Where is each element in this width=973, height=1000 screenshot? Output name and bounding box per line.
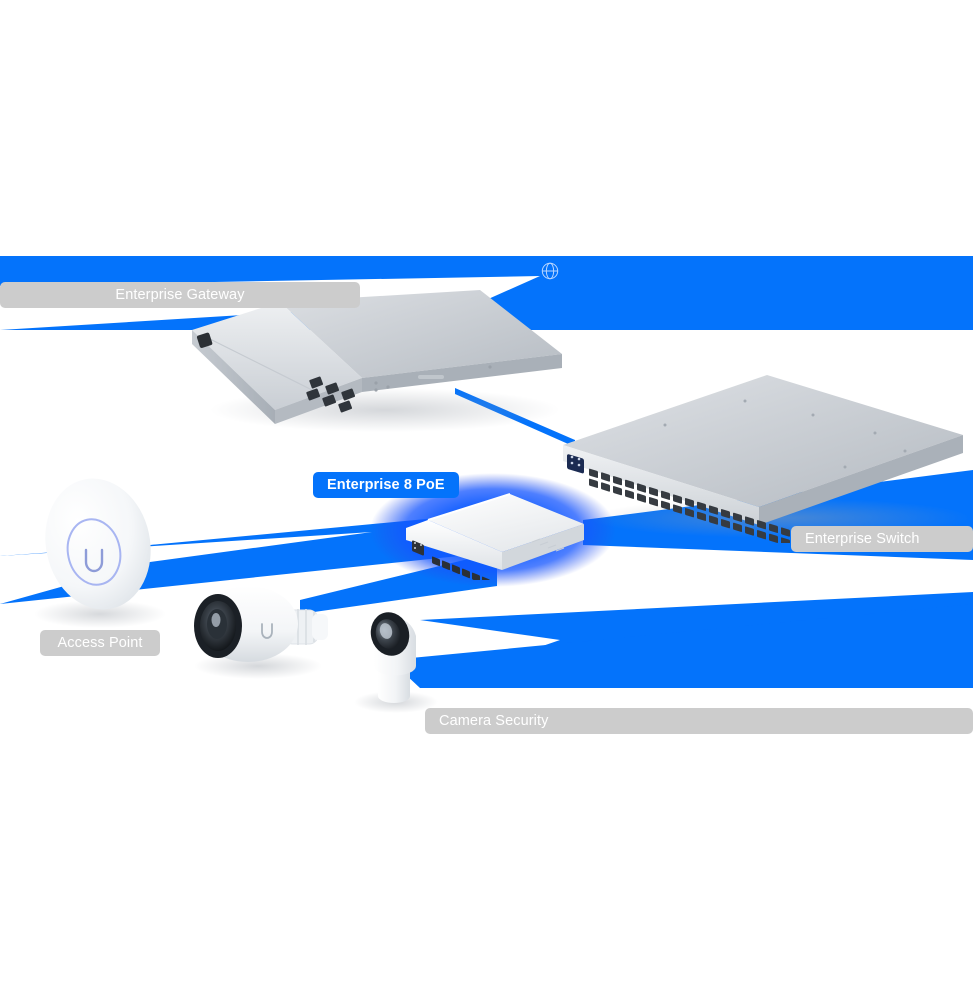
- label-enterprise-switch: Enterprise Switch: [791, 526, 973, 552]
- label-enterprise-gateway: Enterprise Gateway: [0, 282, 360, 308]
- label-camera-security-text: Camera Security: [439, 713, 549, 729]
- label-enterprise-8-poe: Enterprise 8 PoE: [313, 472, 459, 498]
- switch-sfp-block: [567, 454, 584, 474]
- gateway-port-cluster: [306, 376, 356, 413]
- gateway-front-lower: [275, 378, 362, 424]
- bullet-camera-shadow: [194, 653, 322, 679]
- label-enterprise-8-poe-text: Enterprise 8 PoE: [327, 477, 445, 493]
- gateway-power-indicator: [196, 332, 213, 348]
- poe-vents: [531, 538, 565, 552]
- label-camera-security: Camera Security: [425, 708, 973, 734]
- poe-right-face: [502, 524, 584, 570]
- gateway-screws: [374, 365, 492, 392]
- ribbon-poe-to-cameras: [420, 592, 973, 688]
- label-access-point-text: Access Point: [57, 635, 143, 651]
- bullet-camera-lens-glint: [211, 613, 221, 627]
- turret-camera-lens-glint: [379, 623, 393, 639]
- gateway-left-face: [192, 330, 275, 424]
- device-enterprise-8-poe[interactable]: [392, 490, 597, 580]
- gateway-vent: [418, 375, 444, 379]
- ribbon-camera-wedge-lower: [390, 604, 973, 688]
- device-camera-bullet[interactable]: [186, 562, 356, 682]
- label-access-point: Access Point: [40, 630, 160, 656]
- bullet-camera-logo: [261, 623, 273, 639]
- gateway-seam: [203, 335, 321, 395]
- device-access-point[interactable]: [28, 472, 188, 632]
- access-point-shadow: [34, 600, 166, 628]
- access-point-body: [45, 478, 151, 610]
- label-enterprise-gateway-text: Enterprise Gateway: [115, 287, 245, 303]
- device-enterprise-switch[interactable]: [545, 373, 973, 543]
- device-camera-turret[interactable]: [348, 596, 448, 716]
- gateway-right-face: [362, 354, 562, 392]
- globe-icon: [539, 260, 561, 282]
- switch-screws: [663, 399, 907, 469]
- switch-top-face: [563, 375, 963, 507]
- label-enterprise-switch-text: Enterprise Switch: [805, 531, 920, 547]
